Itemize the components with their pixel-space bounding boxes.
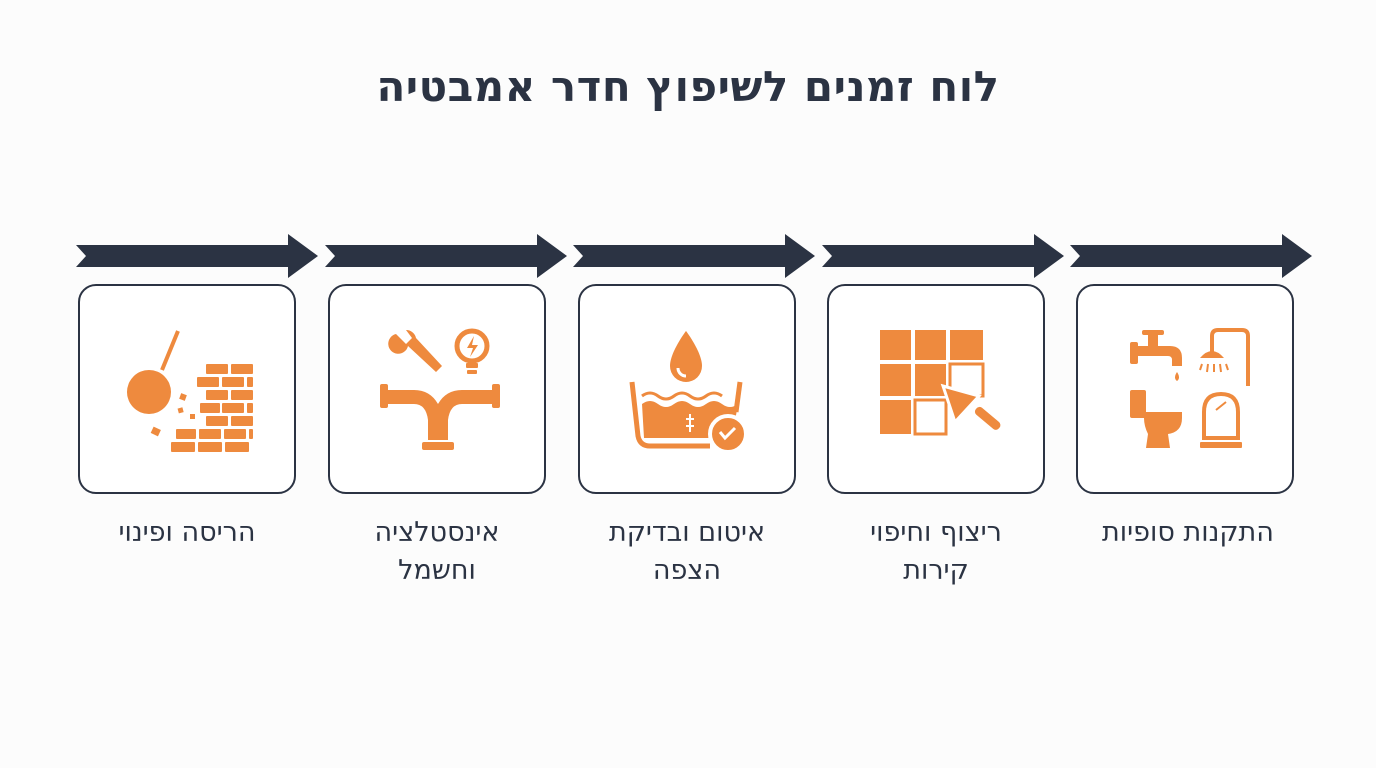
step-label-fixtures: התקנות סופיות bbox=[1102, 517, 1274, 548]
step-label-demolition: הריסה ופינוי bbox=[118, 517, 256, 548]
timeline-arrow-5 bbox=[1070, 234, 1312, 278]
step-card-fixtures bbox=[1076, 284, 1294, 494]
step-card-demolition bbox=[78, 284, 296, 494]
wrecking-ball-wall-icon bbox=[127, 330, 253, 452]
step-label-waterproofing: איטום ובדיקת הצפה bbox=[608, 517, 766, 586]
timeline-arrow-2 bbox=[325, 234, 567, 278]
waterproofing-icon bbox=[629, 331, 748, 454]
plumbing-electric-icon bbox=[380, 328, 500, 450]
page-title: לוח זמנים לשיפוץ חדר אמבטיה bbox=[376, 62, 1000, 111]
timeline-arrow-4 bbox=[822, 234, 1064, 278]
tiles-trowel-icon bbox=[880, 330, 1001, 436]
step-card-waterproofing bbox=[578, 284, 796, 494]
step-card-tiling bbox=[827, 284, 1045, 494]
step-label-plumbing: אינסטלציה וחשמל bbox=[374, 517, 500, 586]
timeline-arrow-1 bbox=[76, 234, 318, 278]
timeline-arrow-3 bbox=[573, 234, 815, 278]
step-label-tiling: ריצוף וחיפוי קירות bbox=[870, 517, 1002, 586]
bathroom-fixtures-icon bbox=[1130, 328, 1250, 448]
step-card-plumbing bbox=[328, 284, 546, 494]
